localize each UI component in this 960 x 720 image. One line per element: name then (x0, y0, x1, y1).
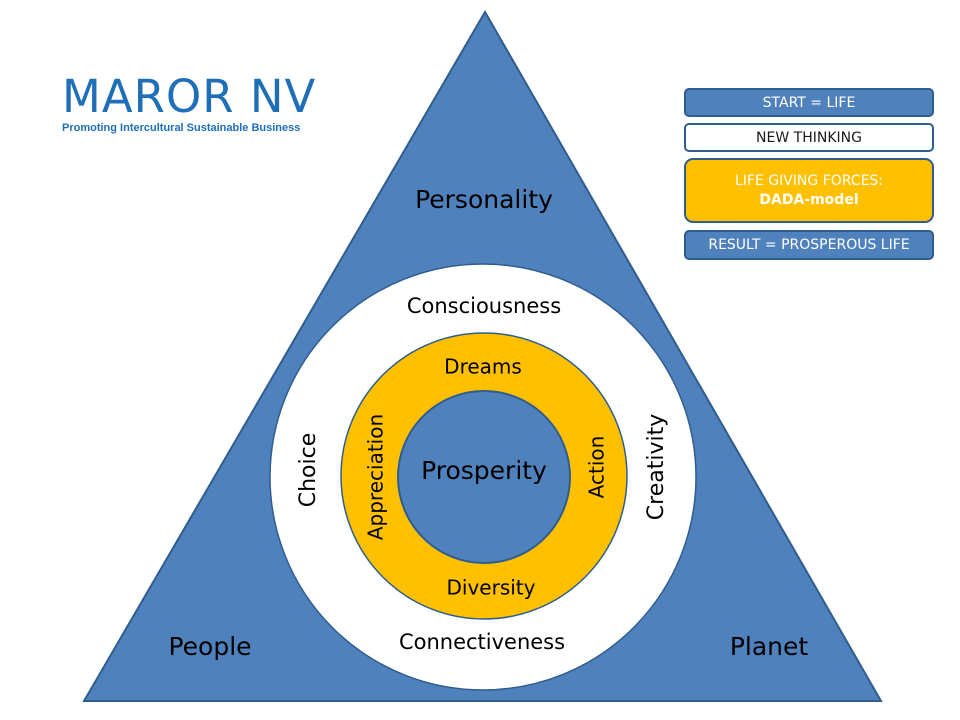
label-prosperity: Prosperity (421, 456, 547, 485)
logo-title: MAROR NV (62, 70, 317, 123)
legend-forces-line1: LIFE GIVING FORCES: (734, 173, 884, 189)
label-diversity: Diversity (447, 576, 536, 600)
label-action: Action (585, 436, 609, 499)
label-people: People (168, 632, 251, 661)
label-dreams: Dreams (444, 355, 522, 379)
label-choice: Choice (296, 433, 321, 508)
label-consciousness: Consciousness (407, 294, 561, 318)
legend-start-text: START = LIFE (762, 94, 856, 111)
label-appreciation: Appreciation (364, 414, 388, 540)
label-creativity: Creativity (644, 414, 669, 520)
legend-new-thinking-text: NEW THINKING (756, 129, 862, 146)
legend-forces-line2: DADA-model (759, 192, 859, 208)
label-personality: Personality (415, 185, 553, 214)
logo-subtitle: Promoting Intercultural Sustainable Busi… (62, 122, 301, 134)
legend-result-box: RESULT = PROSPEROUS LIFE (684, 230, 934, 260)
legend-result-text: RESULT = PROSPEROUS LIFE (708, 237, 910, 253)
label-connectiveness: Connectiveness (399, 630, 565, 654)
company-logo: MAROR NV Promoting Intercultural Sustain… (62, 70, 317, 135)
legend-start-box: START = LIFE (684, 88, 934, 117)
legend-forces-box: LIFE GIVING FORCES: DADA-model (684, 158, 934, 223)
legend-new-thinking-box: NEW THINKING (684, 123, 934, 152)
label-planet: Planet (730, 632, 809, 661)
center-circle (397, 390, 571, 564)
